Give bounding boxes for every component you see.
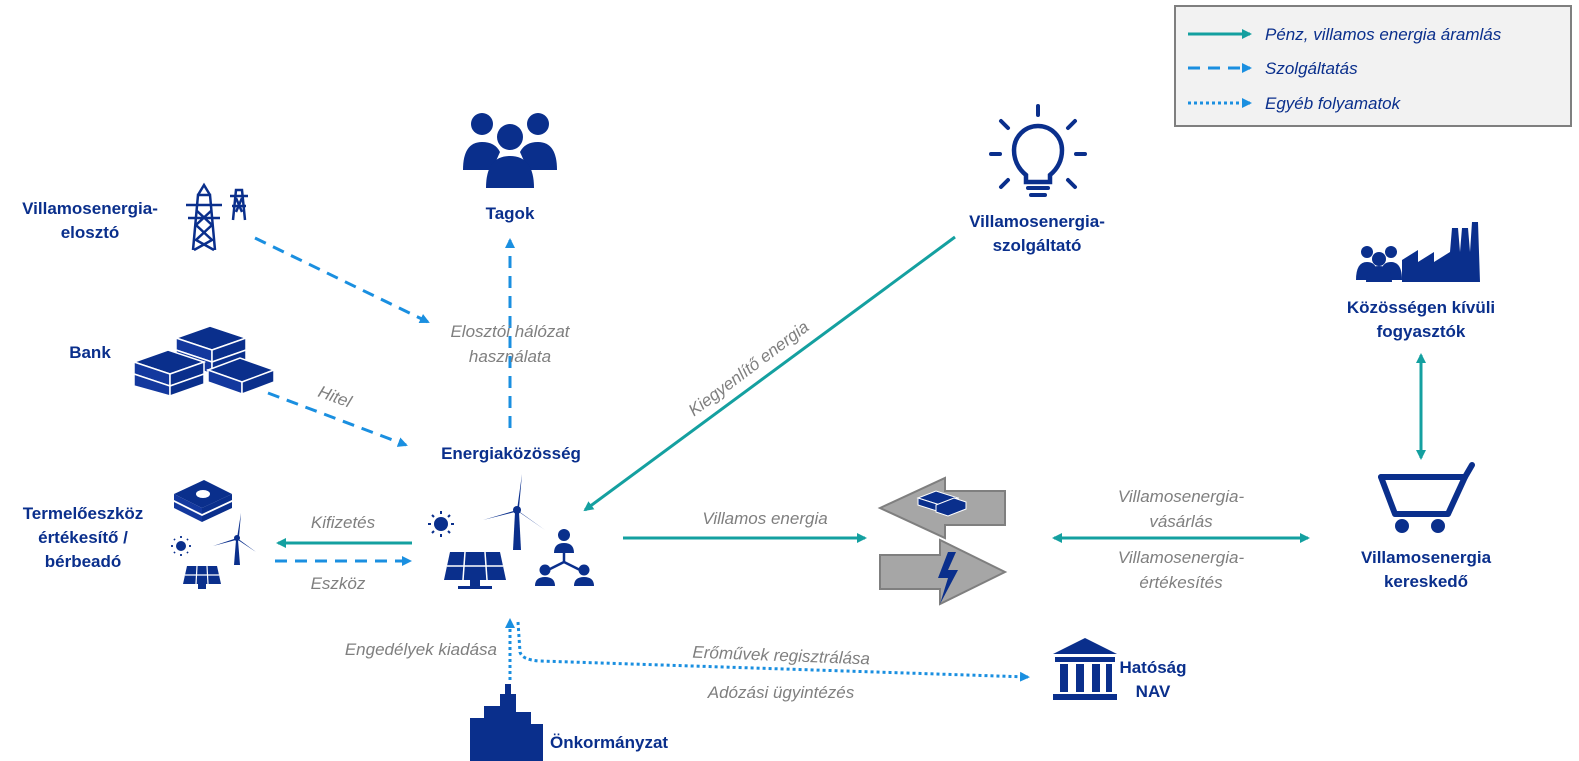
node-authority-label-2: NAV [1136, 682, 1171, 701]
node-supplier-label-2: szolgáltató [993, 236, 1082, 255]
transmission-tower-icon [186, 182, 248, 252]
arrow-authority [516, 621, 1030, 682]
arrow-supplier-balancing [583, 235, 956, 512]
node-municipality-label: Önkormányzat [550, 733, 668, 752]
people-group-icon [463, 113, 557, 188]
trade-exchange-icon [877, 476, 1008, 606]
wind-turbine-icon [483, 474, 545, 550]
arrow-bank-loan [267, 391, 408, 447]
node-authority-label-1: Hatóság [1119, 658, 1186, 677]
label-asset: Eszköz [311, 574, 366, 593]
shopping-cart-icon [1378, 462, 1475, 533]
label-plant-registration: Erőművek regisztrálása [692, 643, 870, 669]
node-distributor-label-2: elosztó [61, 223, 120, 242]
city-buildings-icon [470, 684, 543, 761]
label-purchase-2: vásárlás [1149, 512, 1213, 531]
sun-icon [428, 511, 454, 537]
legend: Pénz, villamos energia áramlás Szolgálta… [1174, 5, 1572, 127]
asset-seller-icon [171, 480, 256, 589]
label-balancing: Kiegyenlítő energia [685, 317, 813, 420]
small-sun-icon [171, 536, 191, 556]
node-labels: Villamosenergia- elosztó Tagok Villamose… [22, 199, 1495, 752]
label-purchase-1: Villamosenergia- [1118, 487, 1245, 506]
small-wind-turbine-icon [213, 513, 256, 565]
label-electricity: Villamos energia [702, 509, 827, 528]
small-solar-panel-icon [183, 565, 221, 589]
network-people-icon [535, 529, 594, 586]
node-trader-label-2: kereskedő [1384, 572, 1468, 591]
solar-panel-icon [444, 551, 506, 589]
lightbulb-icon [989, 104, 1087, 197]
people-factory-icon [1356, 222, 1480, 282]
cash-stack-icon [174, 480, 232, 522]
node-trader-label-1: Villamosenergia [1361, 548, 1492, 567]
label-sale-2: értékesítés [1139, 573, 1223, 592]
label-grid-use-1: Elosztói hálózat [450, 322, 570, 341]
government-building-icon [1053, 638, 1117, 700]
legend-dotted-label: Egyéb folyamatok [1265, 94, 1402, 113]
connectors [254, 235, 1426, 682]
label-loan: Hitel [316, 382, 356, 412]
node-distributor-label-1: Villamosenergia- [22, 199, 158, 218]
node-asset-seller-label-3: bérbeadó [45, 552, 122, 571]
edge-labels: Elosztói hálózat használata Hitel Kiegye… [311, 317, 1245, 702]
node-community-label: Energiaközösség [441, 444, 581, 463]
node-external-label-1: Közösségen kívüli [1347, 298, 1495, 317]
arrow-distributor-grid [254, 236, 430, 324]
node-supplier-label-1: Villamosenergia- [969, 212, 1105, 231]
lightning-bolt-icon [938, 552, 958, 604]
label-sale-1: Villamosenergia- [1118, 548, 1245, 567]
label-permits: Engedélyek kiadása [345, 640, 497, 659]
node-external-label-2: fogyasztók [1377, 322, 1466, 341]
node-bank-label: Bank [69, 343, 111, 362]
node-asset-seller-label-1: Termelőeszköz [23, 504, 144, 523]
label-grid-use-2: használata [469, 347, 551, 366]
legend-dashed-label: Szolgáltatás [1265, 59, 1358, 78]
legend-solid-label: Pénz, villamos energia áramlás [1265, 25, 1502, 44]
label-payment: Kifizetés [311, 513, 376, 532]
node-asset-seller-label-2: értékesítő / [38, 528, 128, 547]
legend-box [1174, 5, 1572, 127]
energy-community-icon [428, 474, 594, 589]
label-tax-admin: Adózási ügyintézés [707, 683, 855, 702]
money-stack-icon [131, 325, 277, 398]
money-icon [916, 490, 967, 517]
node-members-label: Tagok [486, 204, 535, 223]
